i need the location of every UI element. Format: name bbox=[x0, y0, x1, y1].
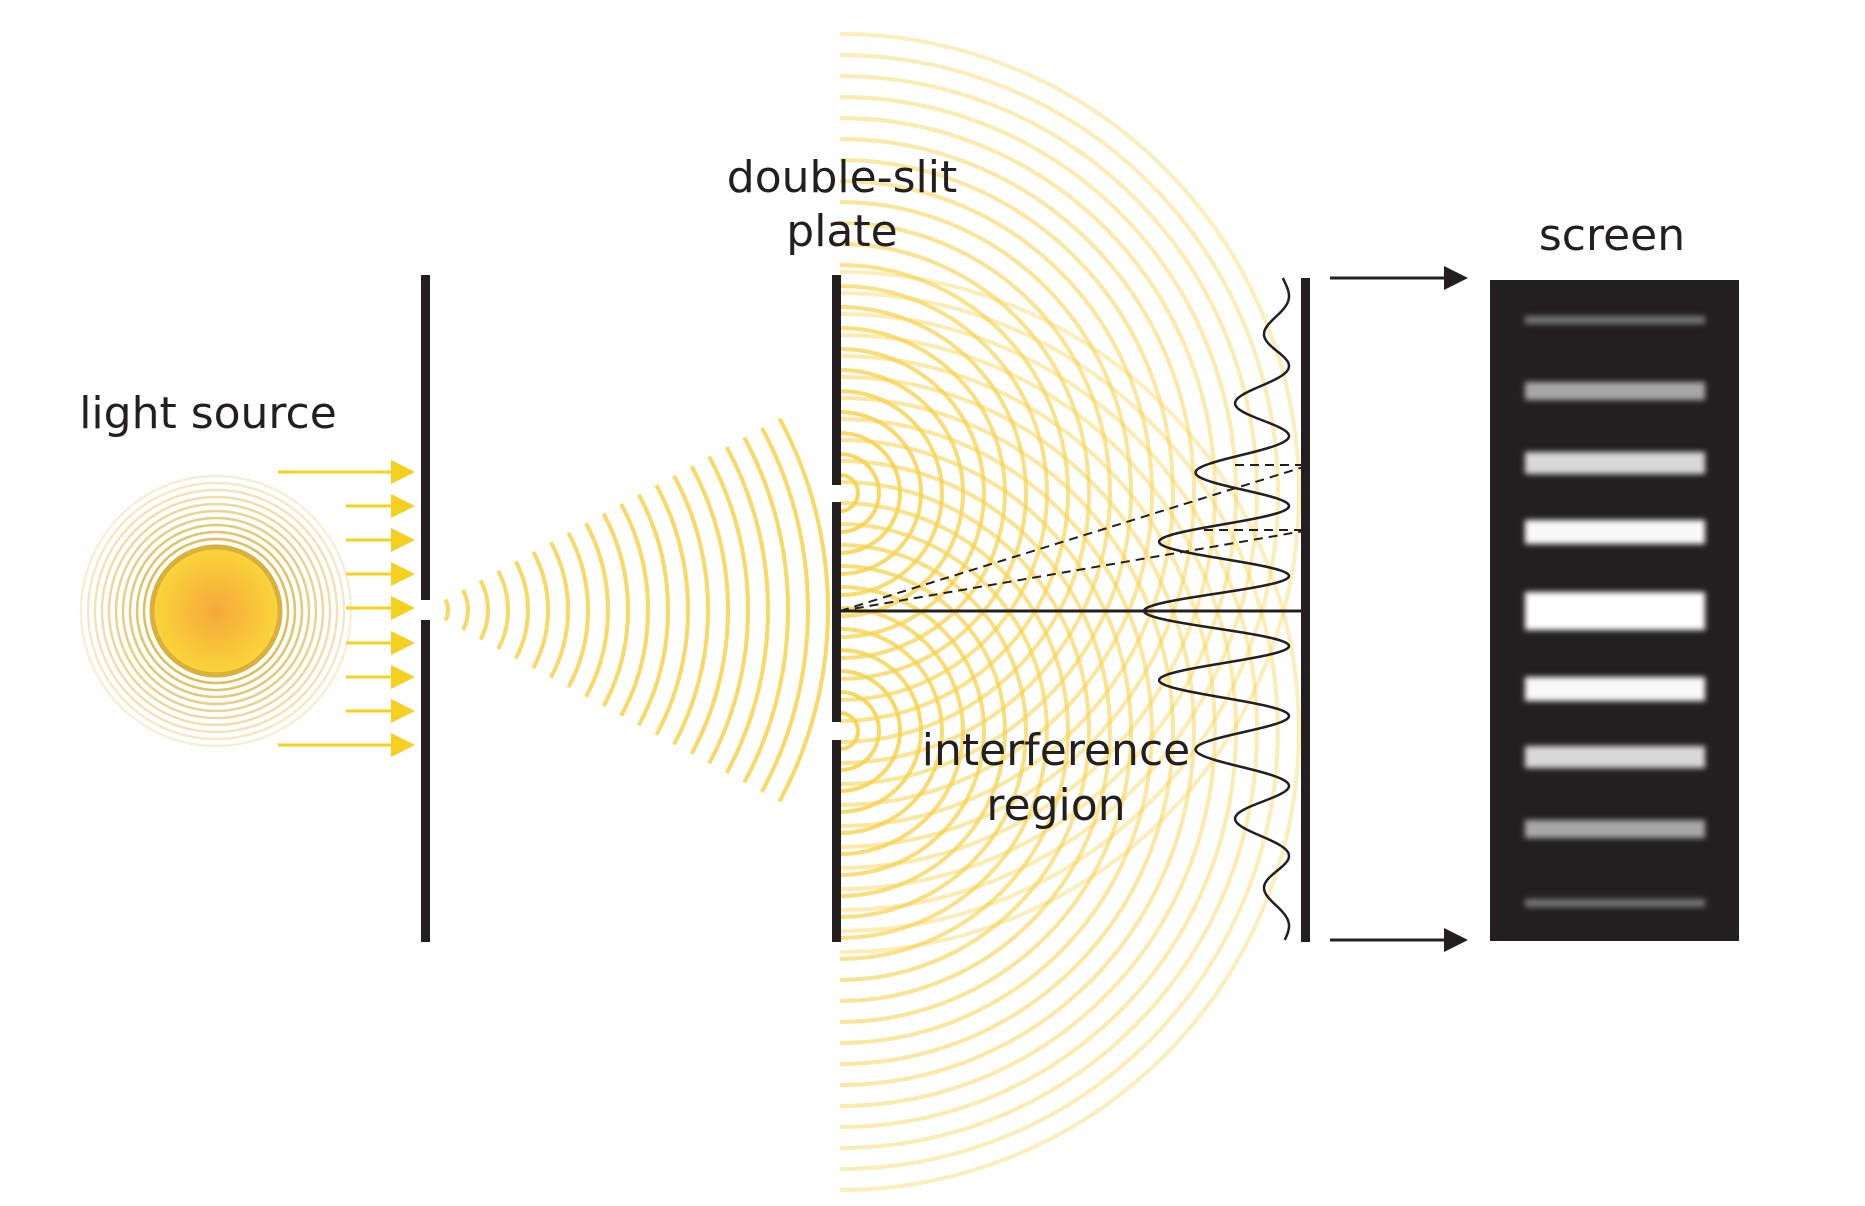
interference-region-label-line2: region bbox=[986, 780, 1125, 831]
fringe-band bbox=[1525, 677, 1705, 701]
screen-projection-arrows bbox=[1330, 266, 1468, 952]
intensity-curve bbox=[1142, 277, 1291, 941]
fringe-band bbox=[1525, 899, 1705, 907]
screen-label: screen bbox=[1539, 210, 1685, 261]
screen-fringes bbox=[1525, 316, 1705, 907]
fringe-band bbox=[1525, 746, 1705, 768]
fringe-band bbox=[1525, 820, 1705, 838]
interference-region-label-line1: interference bbox=[922, 725, 1190, 776]
fringe-band bbox=[1525, 316, 1705, 324]
light-source-rings bbox=[79, 474, 353, 748]
double-slit-wavefronts bbox=[839, 32, 1301, 1192]
fringe-band bbox=[1525, 520, 1705, 544]
light-source-icon bbox=[149, 544, 283, 678]
fringe-band bbox=[1525, 382, 1705, 400]
single-slit-plate bbox=[421, 275, 430, 942]
path-difference-lines bbox=[839, 464, 1311, 613]
double-slit-label-line1: double-slit bbox=[727, 152, 957, 203]
double-slit-label-line2: plate bbox=[786, 206, 897, 257]
light-source-label: light source bbox=[79, 388, 337, 439]
single-slit-wavefronts bbox=[443, 417, 830, 803]
detection-plate bbox=[1301, 278, 1310, 942]
incoming-light-arrows bbox=[278, 460, 415, 757]
fringe-band bbox=[1525, 452, 1705, 474]
double-slit-plate bbox=[832, 275, 841, 942]
fringe-band bbox=[1525, 592, 1705, 630]
